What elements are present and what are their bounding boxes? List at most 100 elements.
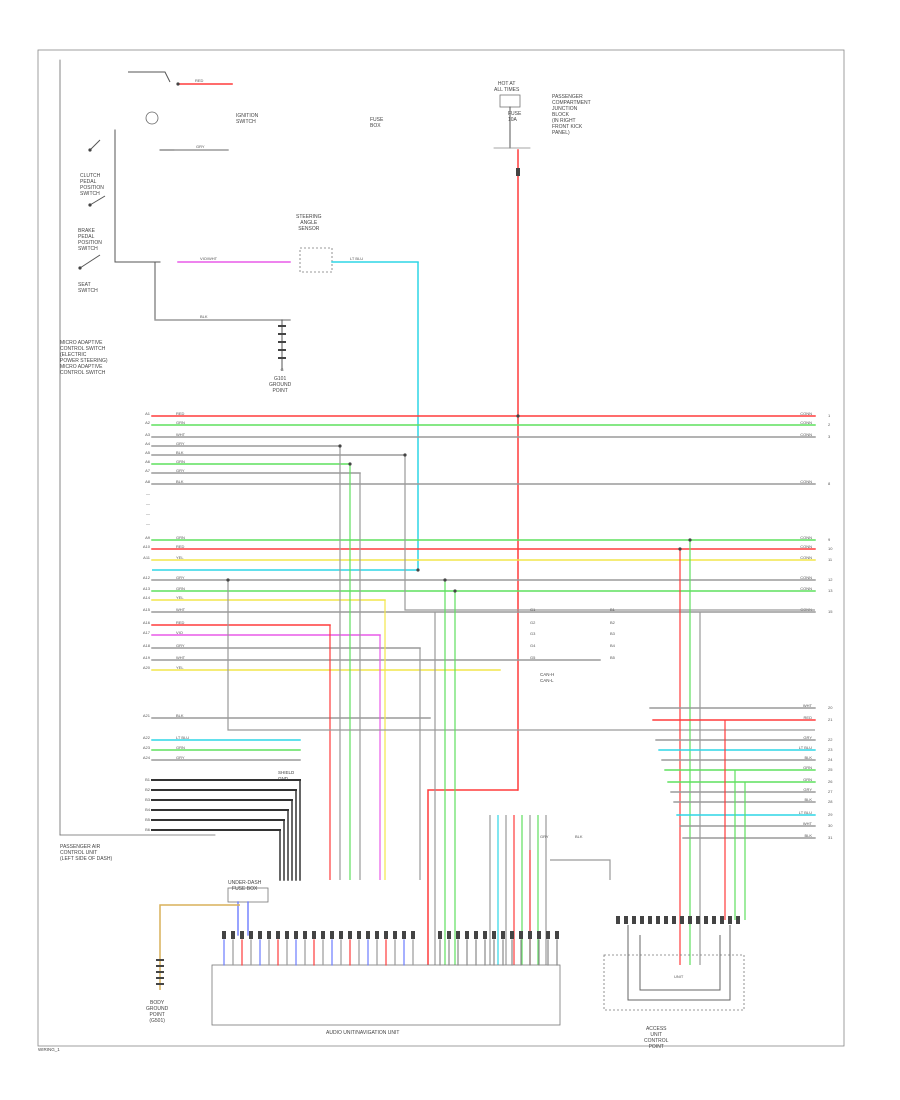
bus-splice-3 [443, 578, 447, 582]
bus-code-7: BLK [176, 479, 184, 484]
main-unit-pin-4 [258, 931, 262, 939]
right-lower-code-3: LT BLU [799, 745, 812, 750]
bus-code-5: GRN [176, 459, 185, 464]
clutch-switch-dot [88, 148, 92, 152]
main-unit-pin-r-2 [456, 931, 460, 939]
right-conn-0: CONN [800, 411, 812, 416]
hot-feed-to-unit [427, 789, 518, 965]
bus-pin-18: A19 [143, 655, 151, 660]
bus-pin-17: A18 [143, 643, 151, 648]
bus-code-12: GRN [176, 586, 185, 591]
main-unit-pin-r-3 [465, 931, 469, 939]
access-unit-pin-12 [712, 916, 716, 924]
bus-pin-14: A15 [143, 607, 151, 612]
mid-splice-code-b1: B2 [610, 620, 616, 625]
diagram-border [37, 49, 845, 1047]
bus-pin-22: A23 [143, 745, 151, 750]
access-unit-pin-6 [664, 916, 668, 924]
bus-code-18: WHT [176, 655, 186, 660]
right-pin-9: 10 [828, 546, 833, 551]
bus-pin-21: A22 [143, 735, 151, 740]
main-unit-pin-6 [276, 931, 280, 939]
bus-splice-0 [338, 444, 342, 448]
right-lower-code-6: GRN [803, 777, 812, 782]
fuse-label: FUSE 10A [508, 111, 522, 123]
right-lower-pin-11: 31 [828, 835, 833, 840]
sub-label-d: GND [278, 776, 288, 781]
drop-gray-2 [404, 455, 815, 611]
ground-symbol: G [280, 367, 283, 372]
main-unit-pin-r-4 [474, 931, 478, 939]
bus-splice-6 [688, 538, 692, 542]
right-pin-14: 15 [828, 609, 833, 614]
left-bundle-pin-4: B5 [145, 817, 151, 822]
right-conn-1: CONN [800, 420, 812, 425]
right-lower-code-5: GRN [803, 765, 812, 770]
bus-pin-6: A7 [145, 468, 151, 473]
right-conn-2: CONN [800, 432, 812, 437]
bus-pin-20: A21 [143, 713, 151, 718]
right-lower-code-2: GRY [803, 735, 812, 740]
main-unit-pin-r-5 [483, 931, 487, 939]
fuse-top-label: FUSE BOX [370, 117, 384, 129]
right-pin-10: 11 [828, 557, 833, 562]
bus-code-9: RED [176, 544, 185, 549]
right-conn-9: CONN [800, 544, 812, 549]
main-unit-pin-r-6 [492, 931, 496, 939]
right-lower-pin-10: 30 [828, 823, 833, 828]
main-unit-pin-1 [231, 931, 235, 939]
clutch-switch-blade [89, 139, 101, 151]
access-unit-pin-4 [648, 916, 652, 924]
bus-code-1: GRN [176, 420, 185, 425]
access-unit-pin-0 [616, 916, 620, 924]
right-lower-pin-3: 23 [828, 747, 833, 752]
bus-code-23: GRY [176, 755, 185, 760]
access-unit-pin-11 [704, 916, 708, 924]
main-unit-pin-10 [312, 931, 316, 939]
main-unit-pin-13 [339, 931, 343, 939]
lower-mid-code-2: BLK [575, 834, 583, 839]
empty-pin-stub: — [146, 501, 150, 506]
right-lower-code-9: LT BLU [799, 810, 812, 815]
ignition-switch-contact [128, 71, 171, 83]
main-unit-pin-r-1 [447, 931, 451, 939]
main-unit-pin-r-0 [438, 931, 442, 939]
bus-pin-19: A20 [143, 665, 151, 670]
mid-splice-code-b2: B3 [610, 631, 616, 636]
bus-splice-5 [678, 547, 682, 551]
lower-mid-code-1: GRY [540, 834, 549, 839]
bus-pin-3: A4 [145, 441, 151, 446]
bus-pin-0: A1 [145, 411, 151, 416]
main-unit-pin-19 [393, 931, 397, 939]
bus-code-15: RED [176, 620, 185, 625]
access-unit-pin-9 [688, 916, 692, 924]
right-lower-pin-0: 20 [828, 705, 833, 710]
main-unit-box [211, 964, 561, 1026]
main-unit-label: AUDIO UNIT/NAVIGATION UNIT [326, 1030, 400, 1036]
right-pin-8: 9 [828, 537, 831, 542]
right-pin-2: 3 [828, 434, 831, 439]
hot-feed-connector [516, 168, 520, 176]
access-unit-pin-1 [624, 916, 628, 924]
right-conn-7: CONN [800, 479, 812, 484]
bus-code-19: YEL [176, 665, 184, 670]
bus-code-22: GRN [176, 745, 185, 750]
main-unit-pin-20 [402, 931, 406, 939]
right-lower-pin-4: 24 [828, 757, 833, 762]
main-unit-pin-r-12 [546, 931, 550, 939]
main-unit-pin-r-9 [519, 931, 523, 939]
bus-splice-7 [516, 414, 520, 418]
bus-pin-9: A10 [143, 544, 151, 549]
main-unit-pin-17 [375, 931, 379, 939]
right-lower-code-7: GRY [803, 787, 812, 792]
bus-code-21: LT BLU [176, 735, 189, 740]
bus-splice-1 [403, 453, 407, 457]
bus-pin-13: A14 [143, 595, 151, 600]
main-unit-pin-12 [330, 931, 334, 939]
right-lower-pin-8: 28 [828, 799, 833, 804]
bus-code-11: GRY [176, 575, 185, 580]
bus-pin-15: A16 [143, 620, 151, 625]
main-unit-pin-15 [357, 931, 361, 939]
mid-splice-code-b3: B4 [610, 643, 616, 648]
right-lower-code-11: BLK [804, 833, 812, 838]
